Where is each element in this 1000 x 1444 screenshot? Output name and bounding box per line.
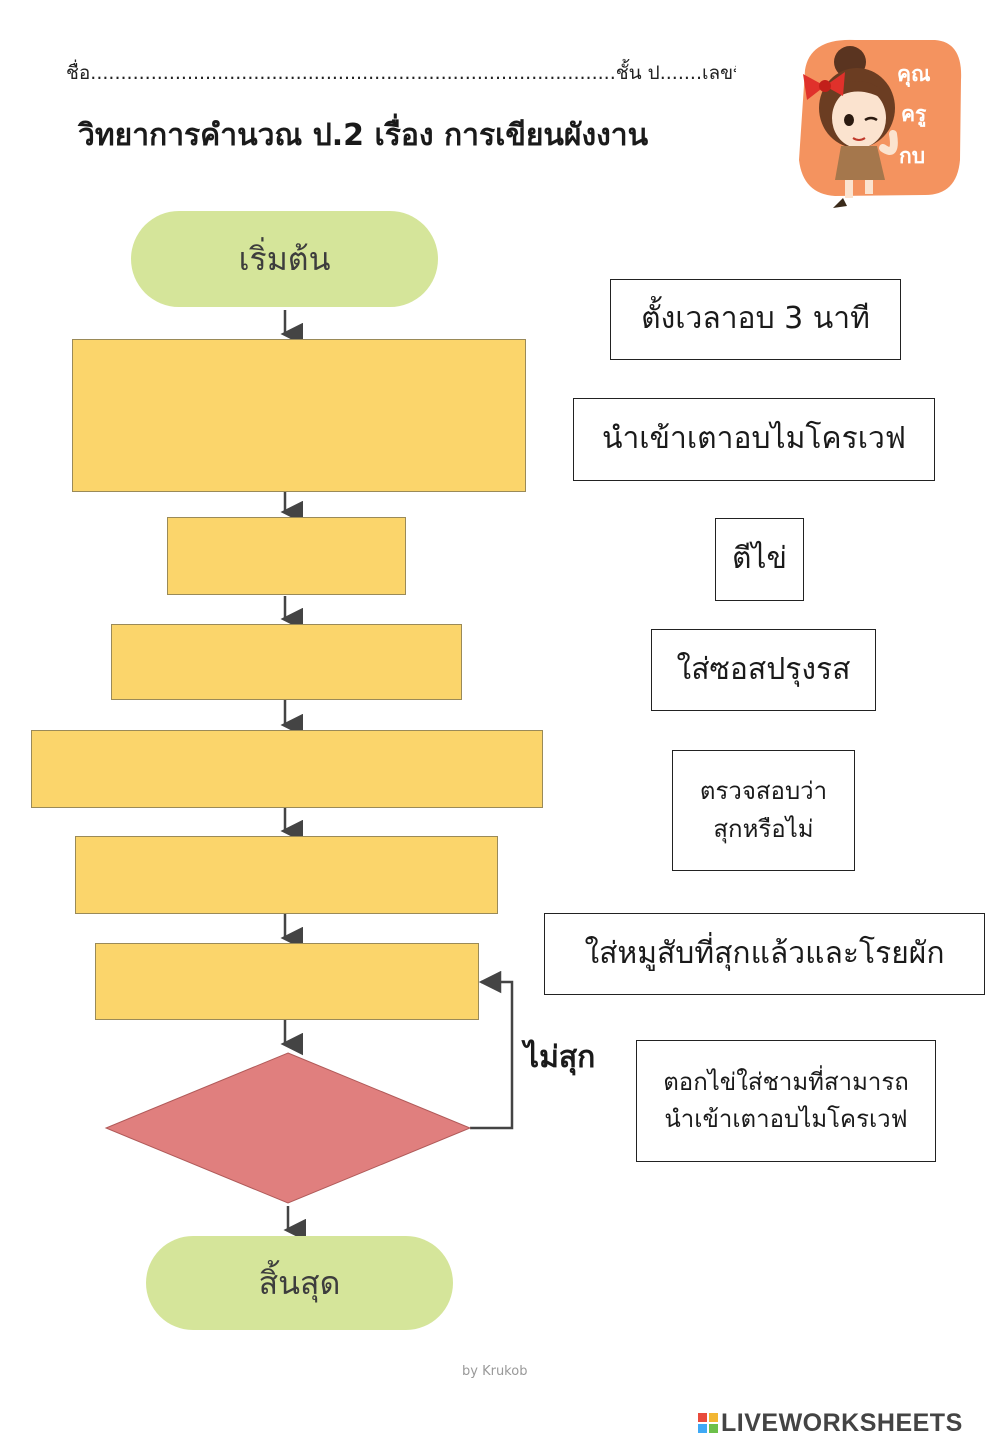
decision-diamond bbox=[104, 1052, 472, 1204]
option-add-pork-veg[interactable]: ใส่หมูสับที่สุกแล้วและโรยผัก bbox=[544, 913, 985, 995]
option-text: ตีไข่ bbox=[731, 541, 788, 577]
start-label: เริ่มต้น bbox=[238, 239, 331, 278]
process-slot-4[interactable] bbox=[31, 730, 543, 808]
not-cooked-label: ไม่สุก bbox=[524, 1040, 596, 1075]
option-text: ตั้งเวลาอบ 3 นาที bbox=[641, 301, 870, 337]
option-text-line2: สุกหรือไม่ bbox=[713, 814, 814, 843]
liveworksheets-text: LIVEWORKSHEETS bbox=[721, 1408, 963, 1437]
option-set-timer[interactable]: ตั้งเวลาอบ 3 นาที bbox=[610, 279, 901, 360]
option-check-cooked[interactable]: ตรวจสอบว่า สุกหรือไม่ bbox=[672, 750, 855, 871]
end-label: สิ้นสุด bbox=[258, 1263, 341, 1302]
liveworksheets-logo-icon bbox=[698, 1413, 718, 1433]
loop-back-arrow bbox=[470, 970, 514, 1130]
logo-text-1: คุณ bbox=[897, 61, 931, 86]
option-put-in-microwave[interactable]: นำเข้าเตาอบไมโครเวฟ bbox=[573, 398, 935, 481]
process-slot-5[interactable] bbox=[75, 836, 498, 914]
liveworksheets-brand[interactable]: LIVEWORKSHEETS bbox=[698, 1408, 963, 1438]
process-slot-1[interactable] bbox=[72, 339, 526, 492]
option-text: นำเข้าเตาอบไมโครเวฟ bbox=[601, 421, 907, 457]
end-terminal: สิ้นสุด bbox=[146, 1236, 453, 1330]
option-add-sauce[interactable]: ใส่ซอสปรุงรส bbox=[651, 629, 876, 711]
name-class-number-line: ชื่อ....................................… bbox=[66, 62, 736, 84]
author-credit: by Krukob bbox=[462, 1364, 528, 1379]
worksheet-title: วิทยาการคำนวณ ป.2 เรื่อง การเขียนผังงาน bbox=[78, 118, 649, 153]
krukob-logo: คุณ ครู กบ bbox=[785, 30, 965, 210]
option-text-line1: ตรวจสอบว่า bbox=[699, 777, 828, 806]
logo-text-2: ครู bbox=[901, 101, 927, 126]
option-beat-eggs[interactable]: ตีไข่ bbox=[715, 518, 804, 601]
option-crack-eggs[interactable]: ตอกไข่ใส่ชามที่สามารถ นำเข้าเตาอบไมโครเว… bbox=[636, 1040, 936, 1162]
process-slot-3[interactable] bbox=[111, 624, 462, 700]
process-slot-2[interactable] bbox=[167, 517, 406, 595]
option-text: ใส่หมูสับที่สุกแล้วและโรยผัก bbox=[584, 935, 945, 971]
logo-text-3: กบ bbox=[899, 143, 926, 168]
option-text-line1: ตอกไข่ใส่ชามที่สามารถ bbox=[663, 1067, 909, 1096]
teacher-mascot-icon bbox=[799, 39, 962, 208]
option-text-line2: นำเข้าเตาอบไมโครเวฟ bbox=[664, 1105, 908, 1133]
option-text: ใส่ซอสปรุงรส bbox=[676, 651, 851, 687]
process-slot-6[interactable] bbox=[95, 943, 479, 1020]
start-terminal: เริ่มต้น bbox=[131, 211, 438, 307]
